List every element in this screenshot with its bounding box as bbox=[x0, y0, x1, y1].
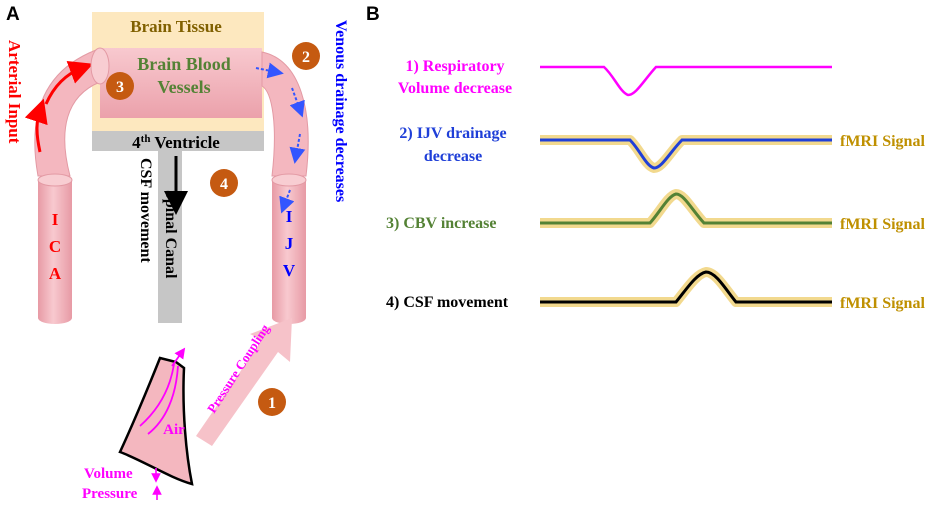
brain-vessels-label-2: Vessels bbox=[157, 77, 210, 97]
venous-arrow-1 bbox=[255, 62, 284, 79]
row2-label-line1: 2) IJV drainage bbox=[399, 125, 506, 142]
marker-4: 4 bbox=[210, 169, 238, 197]
fourth-ventricle-label: 4th Ventricle bbox=[132, 133, 220, 152]
marker-1: 1 bbox=[258, 388, 286, 416]
panel-a-label: A bbox=[6, 4, 20, 25]
spinal-canal bbox=[158, 151, 182, 323]
venous-arrow-2 bbox=[289, 87, 305, 118]
panel-b-label: B bbox=[366, 4, 380, 25]
svg-text:1: 1 bbox=[268, 395, 276, 412]
row3-label: 3) CBV increase bbox=[386, 215, 497, 232]
row2-label-line2: decrease bbox=[424, 148, 482, 165]
row2-signal-label: fMRI Signal bbox=[840, 133, 925, 150]
arterial-arrow-lower bbox=[24, 98, 48, 153]
row3-waveform-glow bbox=[540, 189, 832, 228]
row1-waveform bbox=[540, 65, 832, 97]
marker-2: 2 bbox=[292, 42, 320, 70]
arterial-curve-tube bbox=[34, 49, 101, 177]
ica-tube bbox=[38, 180, 72, 324]
venous-drainage-label: Venous drainage decreases bbox=[332, 20, 349, 202]
pressure-label: Pressure bbox=[82, 486, 138, 502]
ijv-letter-2: J bbox=[285, 234, 294, 253]
ijv-letter-3: V bbox=[283, 261, 296, 280]
brain-vessels-end bbox=[90, 47, 110, 85]
csf-movement-label: CSF movement bbox=[137, 158, 154, 263]
row4-signal-label: fMRI Signal bbox=[840, 295, 925, 312]
ijv-letter-1: I bbox=[286, 207, 293, 226]
volume-label: Volume bbox=[84, 466, 133, 482]
air-label: Air bbox=[163, 422, 185, 438]
venous-curve-tube bbox=[261, 51, 309, 177]
ijv-tube bbox=[272, 180, 306, 324]
row2-waveform-glow bbox=[540, 135, 832, 173]
brain-vessels-label-1: Brain Blood bbox=[137, 54, 231, 74]
fourth-ventricle-bar bbox=[92, 131, 264, 151]
airway-line-1 bbox=[139, 363, 175, 427]
airway-line-2 bbox=[147, 365, 179, 435]
svg-text:4: 4 bbox=[220, 176, 228, 193]
marker-3: 3 bbox=[106, 72, 134, 100]
brain-vessels-tube bbox=[100, 48, 262, 118]
ica-tube-top bbox=[37, 173, 73, 187]
ijv-tube-top bbox=[271, 173, 307, 187]
row1-label-line1: 1) Respiratory bbox=[405, 58, 504, 75]
arterial-input-label: Arterial Input bbox=[5, 40, 24, 144]
arterial-arrow-upper bbox=[44, 60, 94, 105]
svg-text:2: 2 bbox=[302, 49, 310, 66]
ica-letter-1: I bbox=[52, 210, 59, 229]
row3-waveform bbox=[540, 192, 832, 225]
brain-tissue-label: Brain Tissue bbox=[130, 17, 222, 36]
ica-letter-2: C bbox=[49, 237, 61, 256]
venous-arrow-4 bbox=[279, 189, 295, 214]
spinal-canal-label: Spinal Canal bbox=[162, 190, 179, 279]
row3-signal-label: fMRI Signal bbox=[840, 216, 925, 233]
row4-waveform bbox=[540, 270, 832, 304]
pressure-coupling-arrow bbox=[196, 318, 292, 446]
ica-letter-3: A bbox=[49, 264, 62, 283]
row4-label: 4) CSF movement bbox=[386, 294, 509, 311]
svg-text:3: 3 bbox=[116, 79, 124, 96]
air-out-arrow bbox=[171, 347, 186, 367]
row1-label-line2: Volume decrease bbox=[398, 80, 512, 97]
row2-waveform bbox=[540, 138, 832, 170]
venous-arrow-3 bbox=[289, 133, 306, 164]
